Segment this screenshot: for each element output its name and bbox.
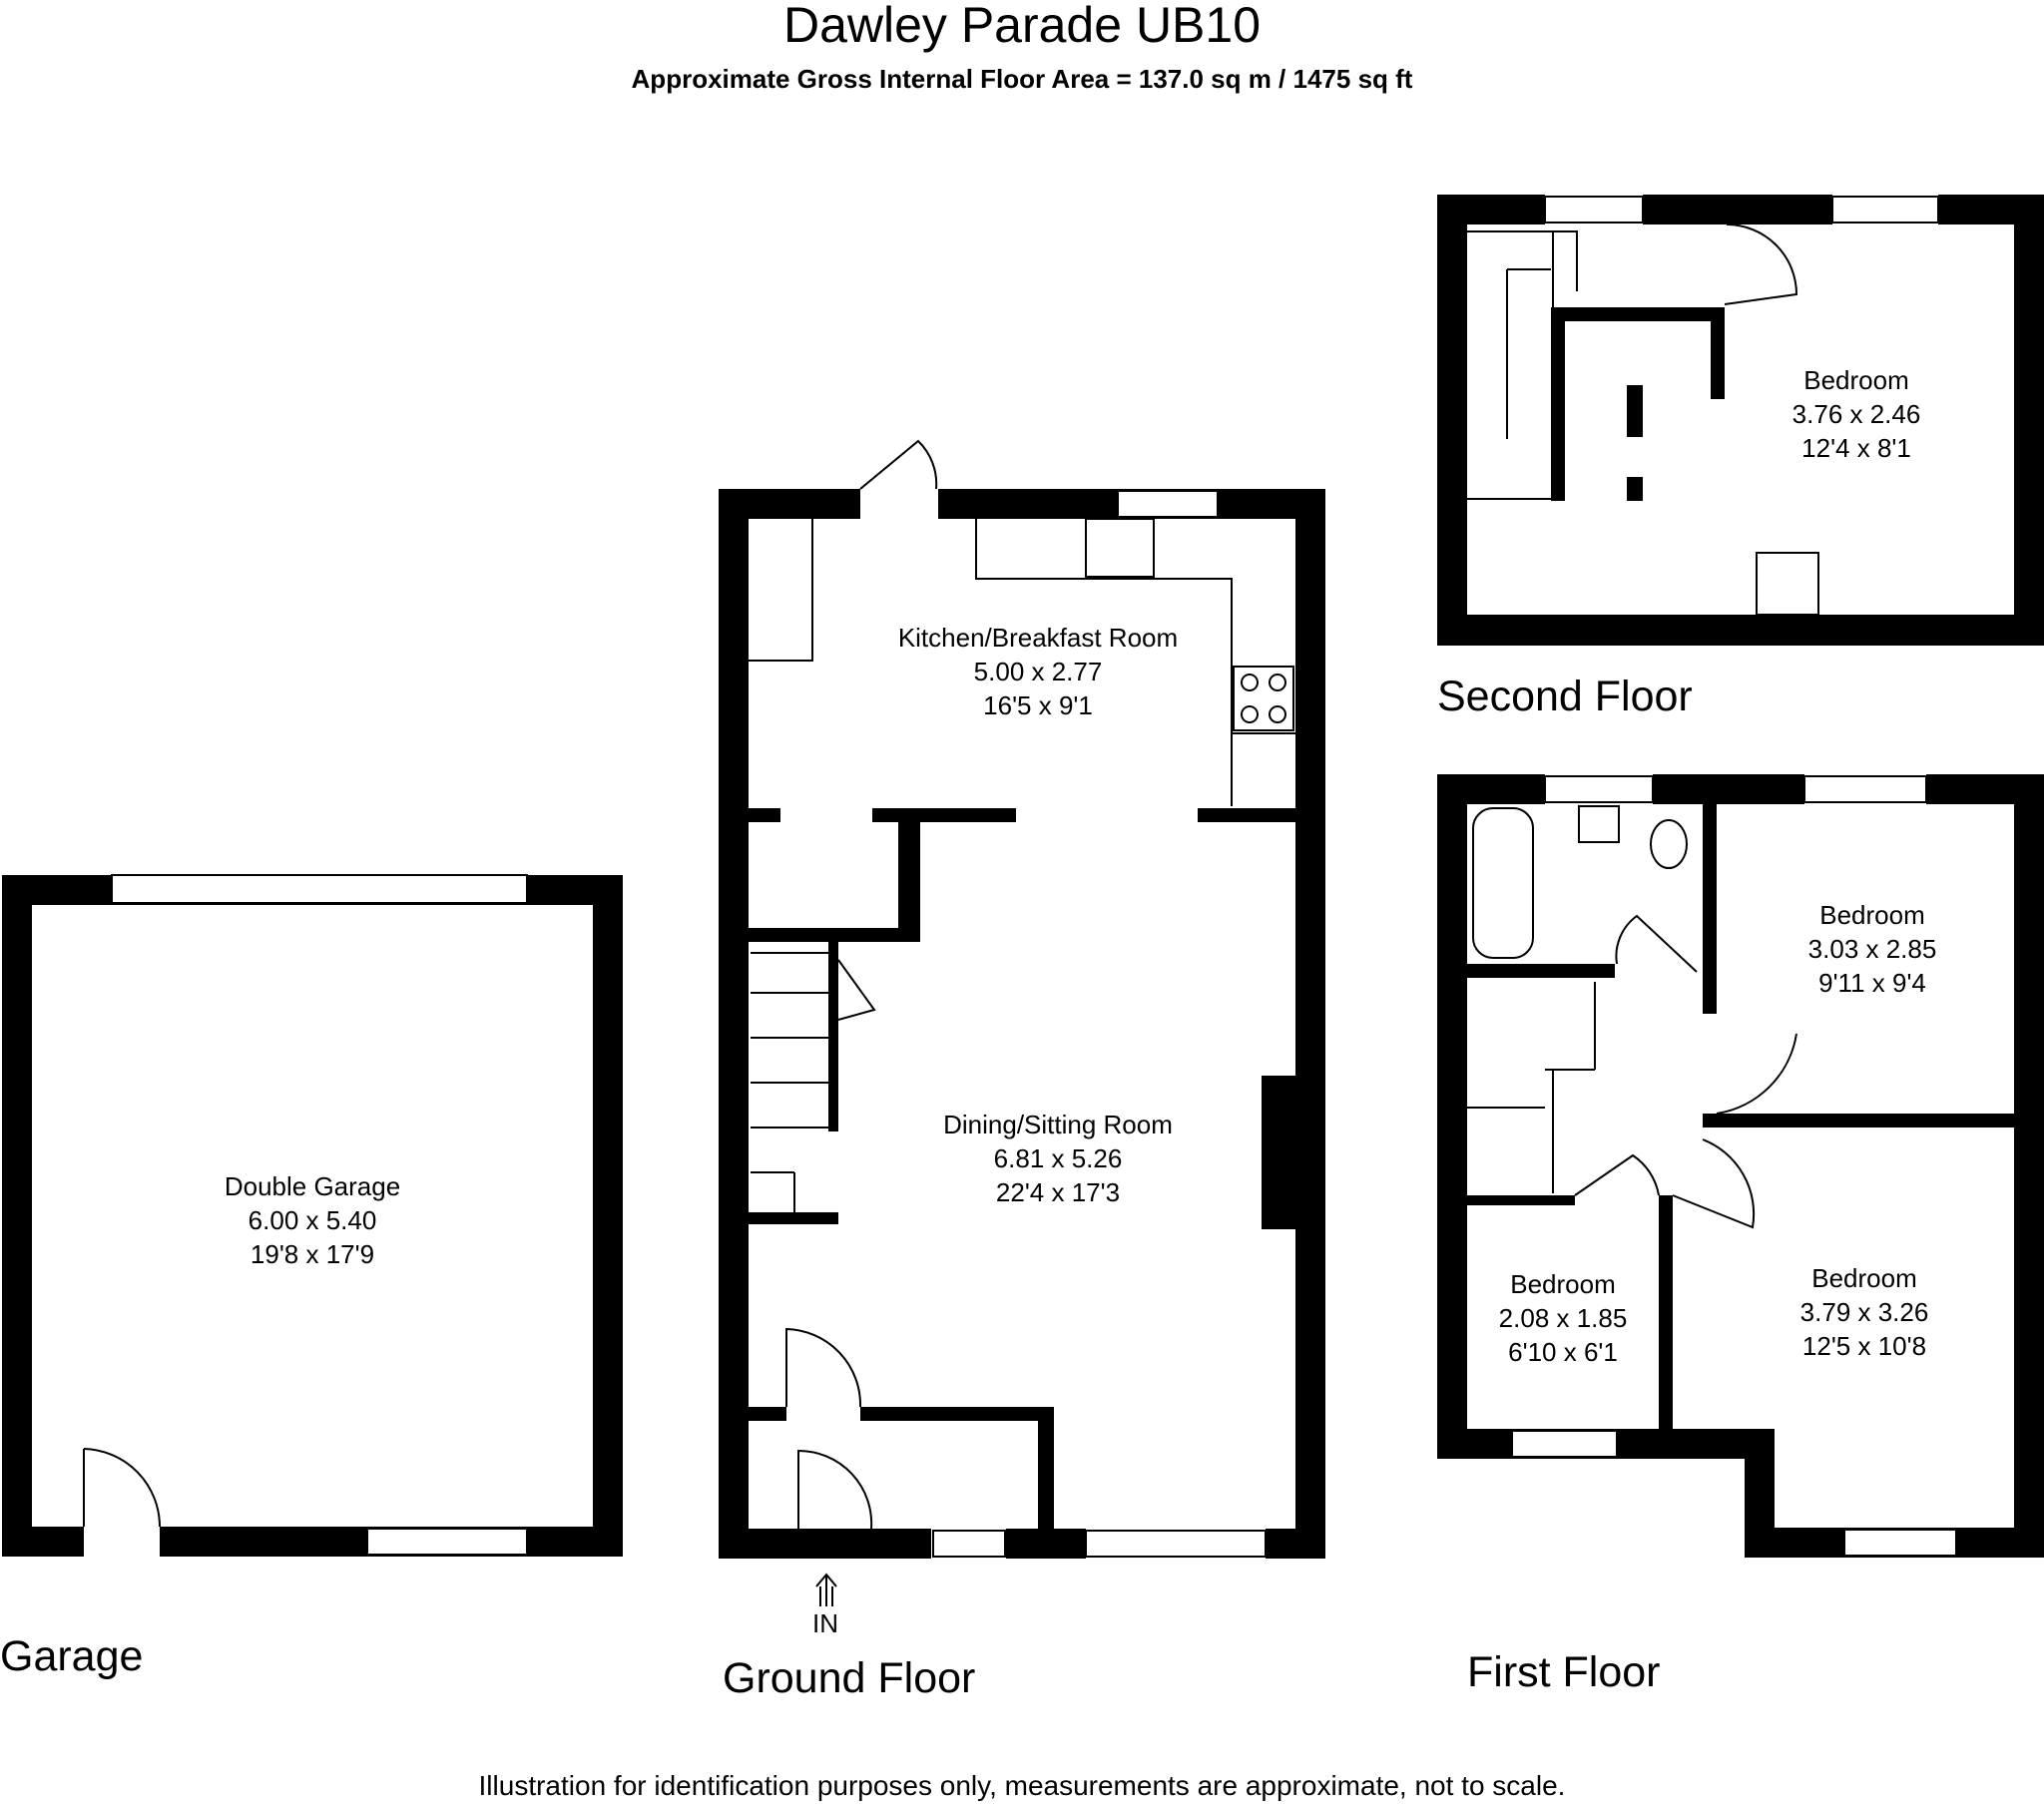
- first-floor-plan: [1437, 774, 2044, 1558]
- room-bedroom-first-1: Bedroom 3.03 x 2.85 9'11 x 9'4: [1773, 898, 1972, 1000]
- garage-front-window: [366, 1528, 528, 1556]
- floor-label-garage: Garage: [0, 1632, 144, 1680]
- room-imperial: 19'8 x 17'9: [250, 1239, 375, 1269]
- room-name: Dining/Sitting Room: [943, 1110, 1173, 1139]
- room-imperial: 9'11 x 9'4: [1818, 968, 1926, 998]
- room-name: Bedroom: [1811, 1263, 1917, 1293]
- room-imperial: 12'5 x 10'8: [1801, 1331, 1927, 1361]
- ground-floor-plan: [719, 439, 1325, 1606]
- room-name: Double Garage: [224, 1171, 401, 1201]
- room-imperial: 12'4 x 8'1: [1801, 433, 1911, 463]
- room-imperial: 16'5 x 9'1: [983, 690, 1093, 720]
- room-metric: 6.00 x 5.40: [248, 1205, 377, 1235]
- room-kitchen: Kitchen/Breakfast Room 5.00 x 2.77 16'5 …: [838, 621, 1238, 722]
- room-bedroom-first-2: Bedroom 2.08 x 1.85 6'10 x 6'1: [1463, 1267, 1663, 1369]
- room-metric: 3.79 x 3.26: [1799, 1297, 1929, 1327]
- entrance-label: IN: [812, 1608, 838, 1638]
- garage-door-swing: [83, 1448, 161, 1528]
- garage-rear-window: [111, 874, 528, 904]
- floor-label-first: First Floor: [1467, 1648, 1661, 1696]
- room-imperial: 6'10 x 6'1: [1508, 1337, 1618, 1367]
- room-bedroom-first-3: Bedroom 3.79 x 3.26 12'5 x 10'8: [1765, 1261, 1964, 1363]
- floor-label-second: Second Floor: [1437, 673, 1693, 720]
- room-name: Bedroom: [1819, 900, 1925, 930]
- floor-area-subtitle: Approximate Gross Internal Floor Area = …: [631, 64, 1413, 94]
- room-name: Bedroom: [1510, 1269, 1616, 1299]
- room-imperial: 22'4 x 17'3: [995, 1177, 1121, 1207]
- second-floor-plan: [1437, 195, 2044, 646]
- room-double-garage: Double Garage 6.00 x 5.40 19'8 x 17'9: [160, 1169, 465, 1271]
- floor-label-ground: Ground Floor: [723, 1654, 976, 1702]
- room-bedroom-second-floor: Bedroom 3.76 x 2.46 12'4 x 8'1: [1757, 363, 1956, 465]
- room-metric: 2.08 x 1.85: [1498, 1303, 1628, 1333]
- room-name: Kitchen/Breakfast Room: [897, 623, 1179, 653]
- room-dining-sitting: Dining/Sitting Room 6.81 x 5.26 22'4 x 1…: [878, 1108, 1238, 1209]
- room-metric: 3.76 x 2.46: [1791, 399, 1921, 429]
- room-metric: 5.00 x 2.77: [973, 657, 1103, 686]
- garage-plan: [2, 874, 623, 1557]
- room-metric: 3.03 x 2.85: [1807, 934, 1937, 964]
- page-title: Dawley Parade UB10: [782, 0, 1262, 53]
- room-name: Bedroom: [1803, 365, 1909, 395]
- disclaimer: Illustration for identification purposes…: [478, 1770, 1566, 1801]
- room-metric: 6.81 x 5.26: [993, 1143, 1123, 1173]
